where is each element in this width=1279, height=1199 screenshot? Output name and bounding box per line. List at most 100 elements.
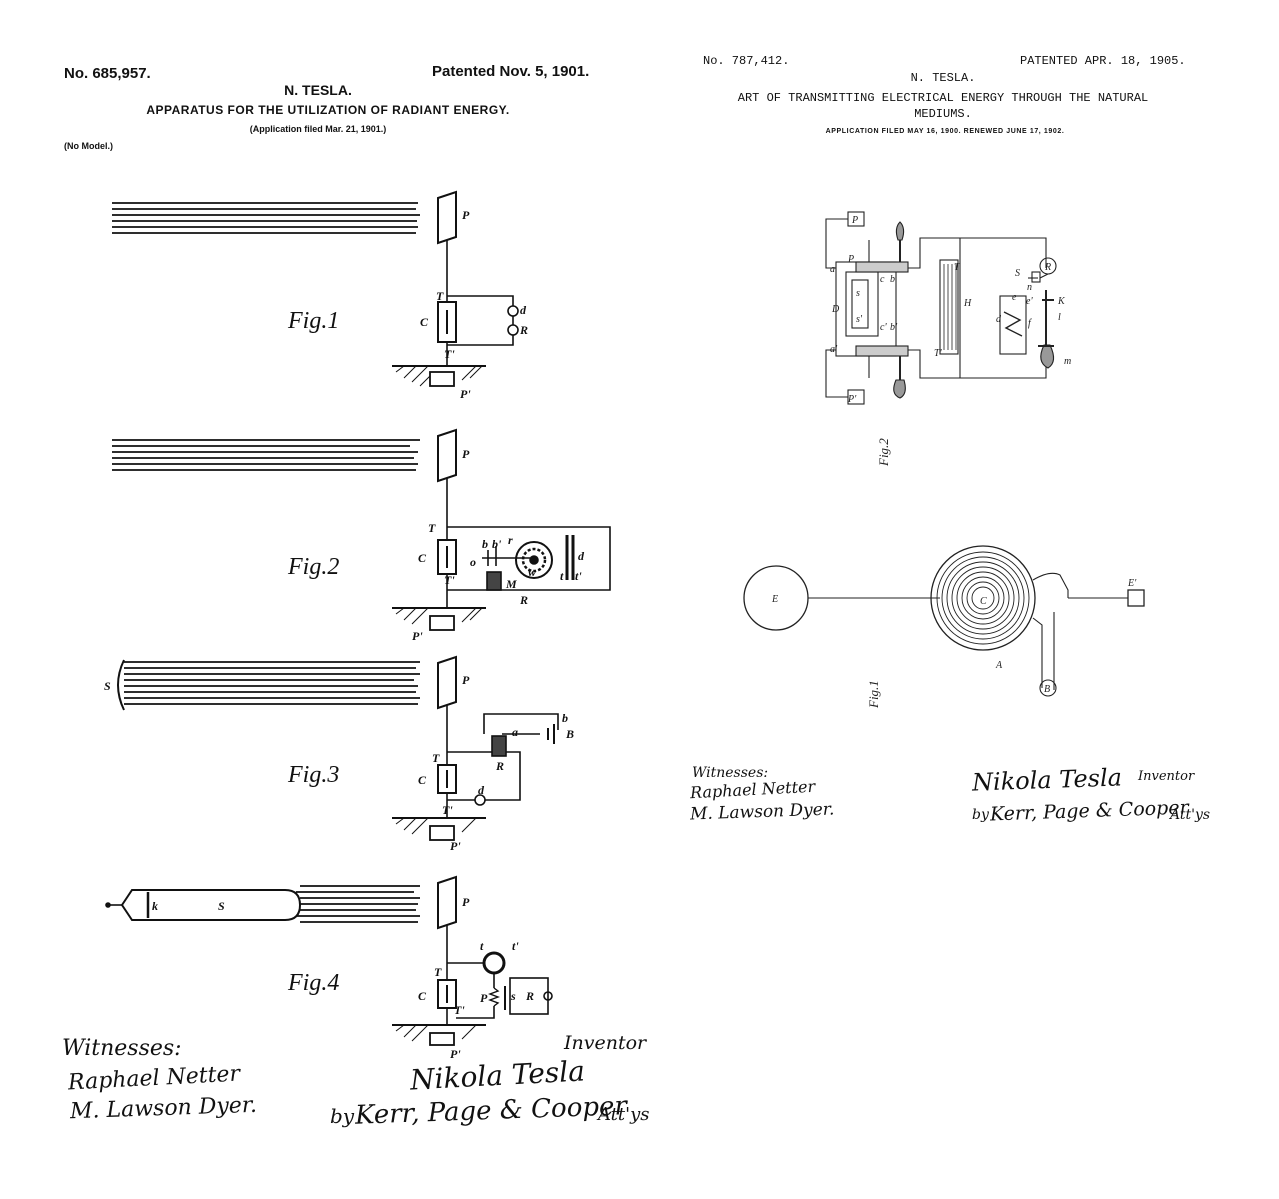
fig3-label-T: T [432, 751, 440, 765]
left-attorneys-label: Att'ys [598, 1104, 650, 1125]
fig2-label-T-prime: T' [444, 573, 455, 587]
fig1-drawing [112, 190, 519, 387]
left-patent-drawings: P T C d R T' P' P T C o b b' r w M t t' … [104, 190, 611, 1061]
right-fig2-label-s-prime: s' [856, 314, 863, 325]
right-by-label: by [972, 807, 989, 823]
fig4-label-P: P [462, 895, 470, 909]
right-fig2-label-P-inner: P [847, 254, 854, 265]
fig4-caption: Fig.4 [287, 970, 339, 996]
right-attorneys-label: Att'ys [1170, 807, 1211, 823]
fig4-label-R: R [525, 989, 534, 1003]
fig2-label-R: R [519, 593, 528, 607]
fig3-label-R: R [495, 759, 504, 773]
right-fig2-label-e-prime: e' [1026, 296, 1033, 307]
left-inventor-label: Inventor [564, 1032, 647, 1054]
right-fig2-label-b: b [890, 274, 895, 285]
right-fig2-label-s: s [856, 288, 860, 299]
right-fig1-label-E: E [771, 594, 778, 605]
fig3-label-S: S [104, 679, 111, 693]
right-fig2-label-l: l [1058, 312, 1061, 323]
left-witnesses-label: Witnesses: [62, 1036, 182, 1061]
fig4-label-k: k [152, 899, 158, 913]
left-patent-date: Patented Nov. 5, 1901. [432, 63, 590, 80]
fig2-label-t: t [560, 569, 564, 583]
right-fig1-label-A: A [995, 660, 1003, 671]
fig2-label-o: o [470, 555, 476, 569]
fig3-drawing [117, 655, 559, 841]
right-witnesses-label: Witnesses: [692, 765, 769, 781]
fig2-label-d: d [578, 549, 585, 563]
fig2-label-b-prime: b' [492, 537, 502, 551]
left-patent-sheet: No. 685,957. Patented Nov. 5, 1901. N. T… [62, 63, 650, 1131]
right-application-date: APPLICATION FILED MAY 16, 1900. RENEWED … [825, 128, 1065, 135]
fig4-label-T: T [434, 965, 442, 979]
fig3-caption: Fig.3 [287, 762, 339, 788]
right-fig1-drawing [743, 545, 1145, 697]
fig3-label-B: B [565, 727, 574, 741]
right-fig2-label-H: H [963, 298, 972, 309]
fig2-label-r: r [508, 533, 513, 547]
fig4-drawing [105, 875, 553, 1046]
fig2-caption: Fig.2 [287, 554, 339, 580]
right-fig2-label-a: a [830, 264, 835, 275]
right-fig2-label-c: c [880, 274, 885, 285]
left-patent-number: No. 685,957. [64, 65, 151, 82]
fig2-label-T: T [428, 521, 436, 535]
right-inventor-label: Inventor [1138, 769, 1195, 784]
right-fig2-label-a-prime: a' [830, 344, 838, 355]
fig4-label-T-prime: T' [454, 1003, 465, 1017]
fig4-label-P-secondary: P [480, 991, 488, 1005]
right-patent-sheet: No. 787,412. PATENTED APR. 18, 1905. N. … [650, 0, 1279, 1199]
right-patent-drawings: P a P D s s' c b c' b' a' P' T T' H S R … [743, 211, 1145, 709]
right-fig2-caption: Fig.2 [876, 438, 891, 467]
fig2-drawing [112, 428, 611, 631]
fig4-label-P-prime: P' [450, 1047, 461, 1061]
fig1-label-R: R [519, 323, 528, 337]
right-fig2-drawing [825, 211, 1057, 405]
right-fig2-label-d: d [996, 314, 1002, 325]
right-patent-number: No. 787,412. [703, 54, 790, 68]
right-inventor-header: N. TESLA. [910, 71, 976, 85]
fig4-label-C: C [418, 989, 427, 1003]
left-model-note: (No Model.) [64, 141, 113, 151]
fig3-label-C: C [418, 773, 427, 787]
right-fig1-label-B: B [1044, 684, 1050, 695]
fig1-label-P: P [462, 208, 470, 222]
fig3-label-a: a [512, 725, 518, 739]
fig2-label-P: P [462, 447, 470, 461]
right-fig2-label-b-prime: b' [890, 322, 898, 333]
right-fig2-label-R: R [1044, 262, 1051, 273]
fig4-label-t-prime: t' [512, 939, 519, 953]
fig4-label-s: s [510, 989, 516, 1003]
right-fig1-caption: Fig.1 [866, 680, 881, 709]
right-fig2-label-n: n [1027, 282, 1032, 293]
fig1-label-T-prime: T' [444, 347, 455, 361]
fig3-label-d: d [478, 783, 485, 797]
left-part-labels: P T C d R T' P' P T C o b b' r w M t t' … [104, 208, 585, 1061]
right-fig2-label-T: T [954, 262, 961, 273]
fig1-label-P-prime: P' [460, 387, 471, 401]
right-fig1-label-C: C [980, 596, 987, 607]
right-fig2-label-K: K [1057, 296, 1066, 307]
right-fig2-label-D: D [831, 304, 840, 315]
left-patent-title: APPARATUS FOR THE UTILIZATION OF RADIANT… [146, 103, 510, 117]
fig2-label-t-prime: t' [575, 569, 582, 583]
fig1-label-C: C [420, 315, 429, 329]
right-patent-date: PATENTED APR. 18, 1905. [1020, 54, 1186, 68]
right-title-line1: ART OF TRANSMITTING ELECTRICAL ENERGY TH… [737, 91, 1149, 105]
fig2-label-C: C [418, 551, 427, 565]
right-witness-signature-2: M. Lawson Dyer. [689, 799, 835, 825]
fig3-label-P: P [462, 673, 470, 687]
fig2-label-M: M [505, 577, 517, 591]
right-fig2-label-c-prime: c' [880, 322, 887, 333]
right-fig2-label-P-top: P [851, 215, 858, 226]
fig3-label-T-prime: T' [442, 803, 453, 817]
right-fig2-label-m: m [1064, 356, 1071, 367]
fig1-label-d: d [520, 303, 527, 317]
fig1-label-T: T [436, 289, 444, 303]
right-fig1-label-E-prime: E' [1127, 578, 1137, 589]
fig2-label-w: w [528, 565, 537, 579]
fig1-caption: Fig.1 [287, 308, 339, 334]
right-title-line2: MEDIUMS. [914, 107, 972, 121]
fig2-label-P-prime: P' [412, 629, 423, 643]
